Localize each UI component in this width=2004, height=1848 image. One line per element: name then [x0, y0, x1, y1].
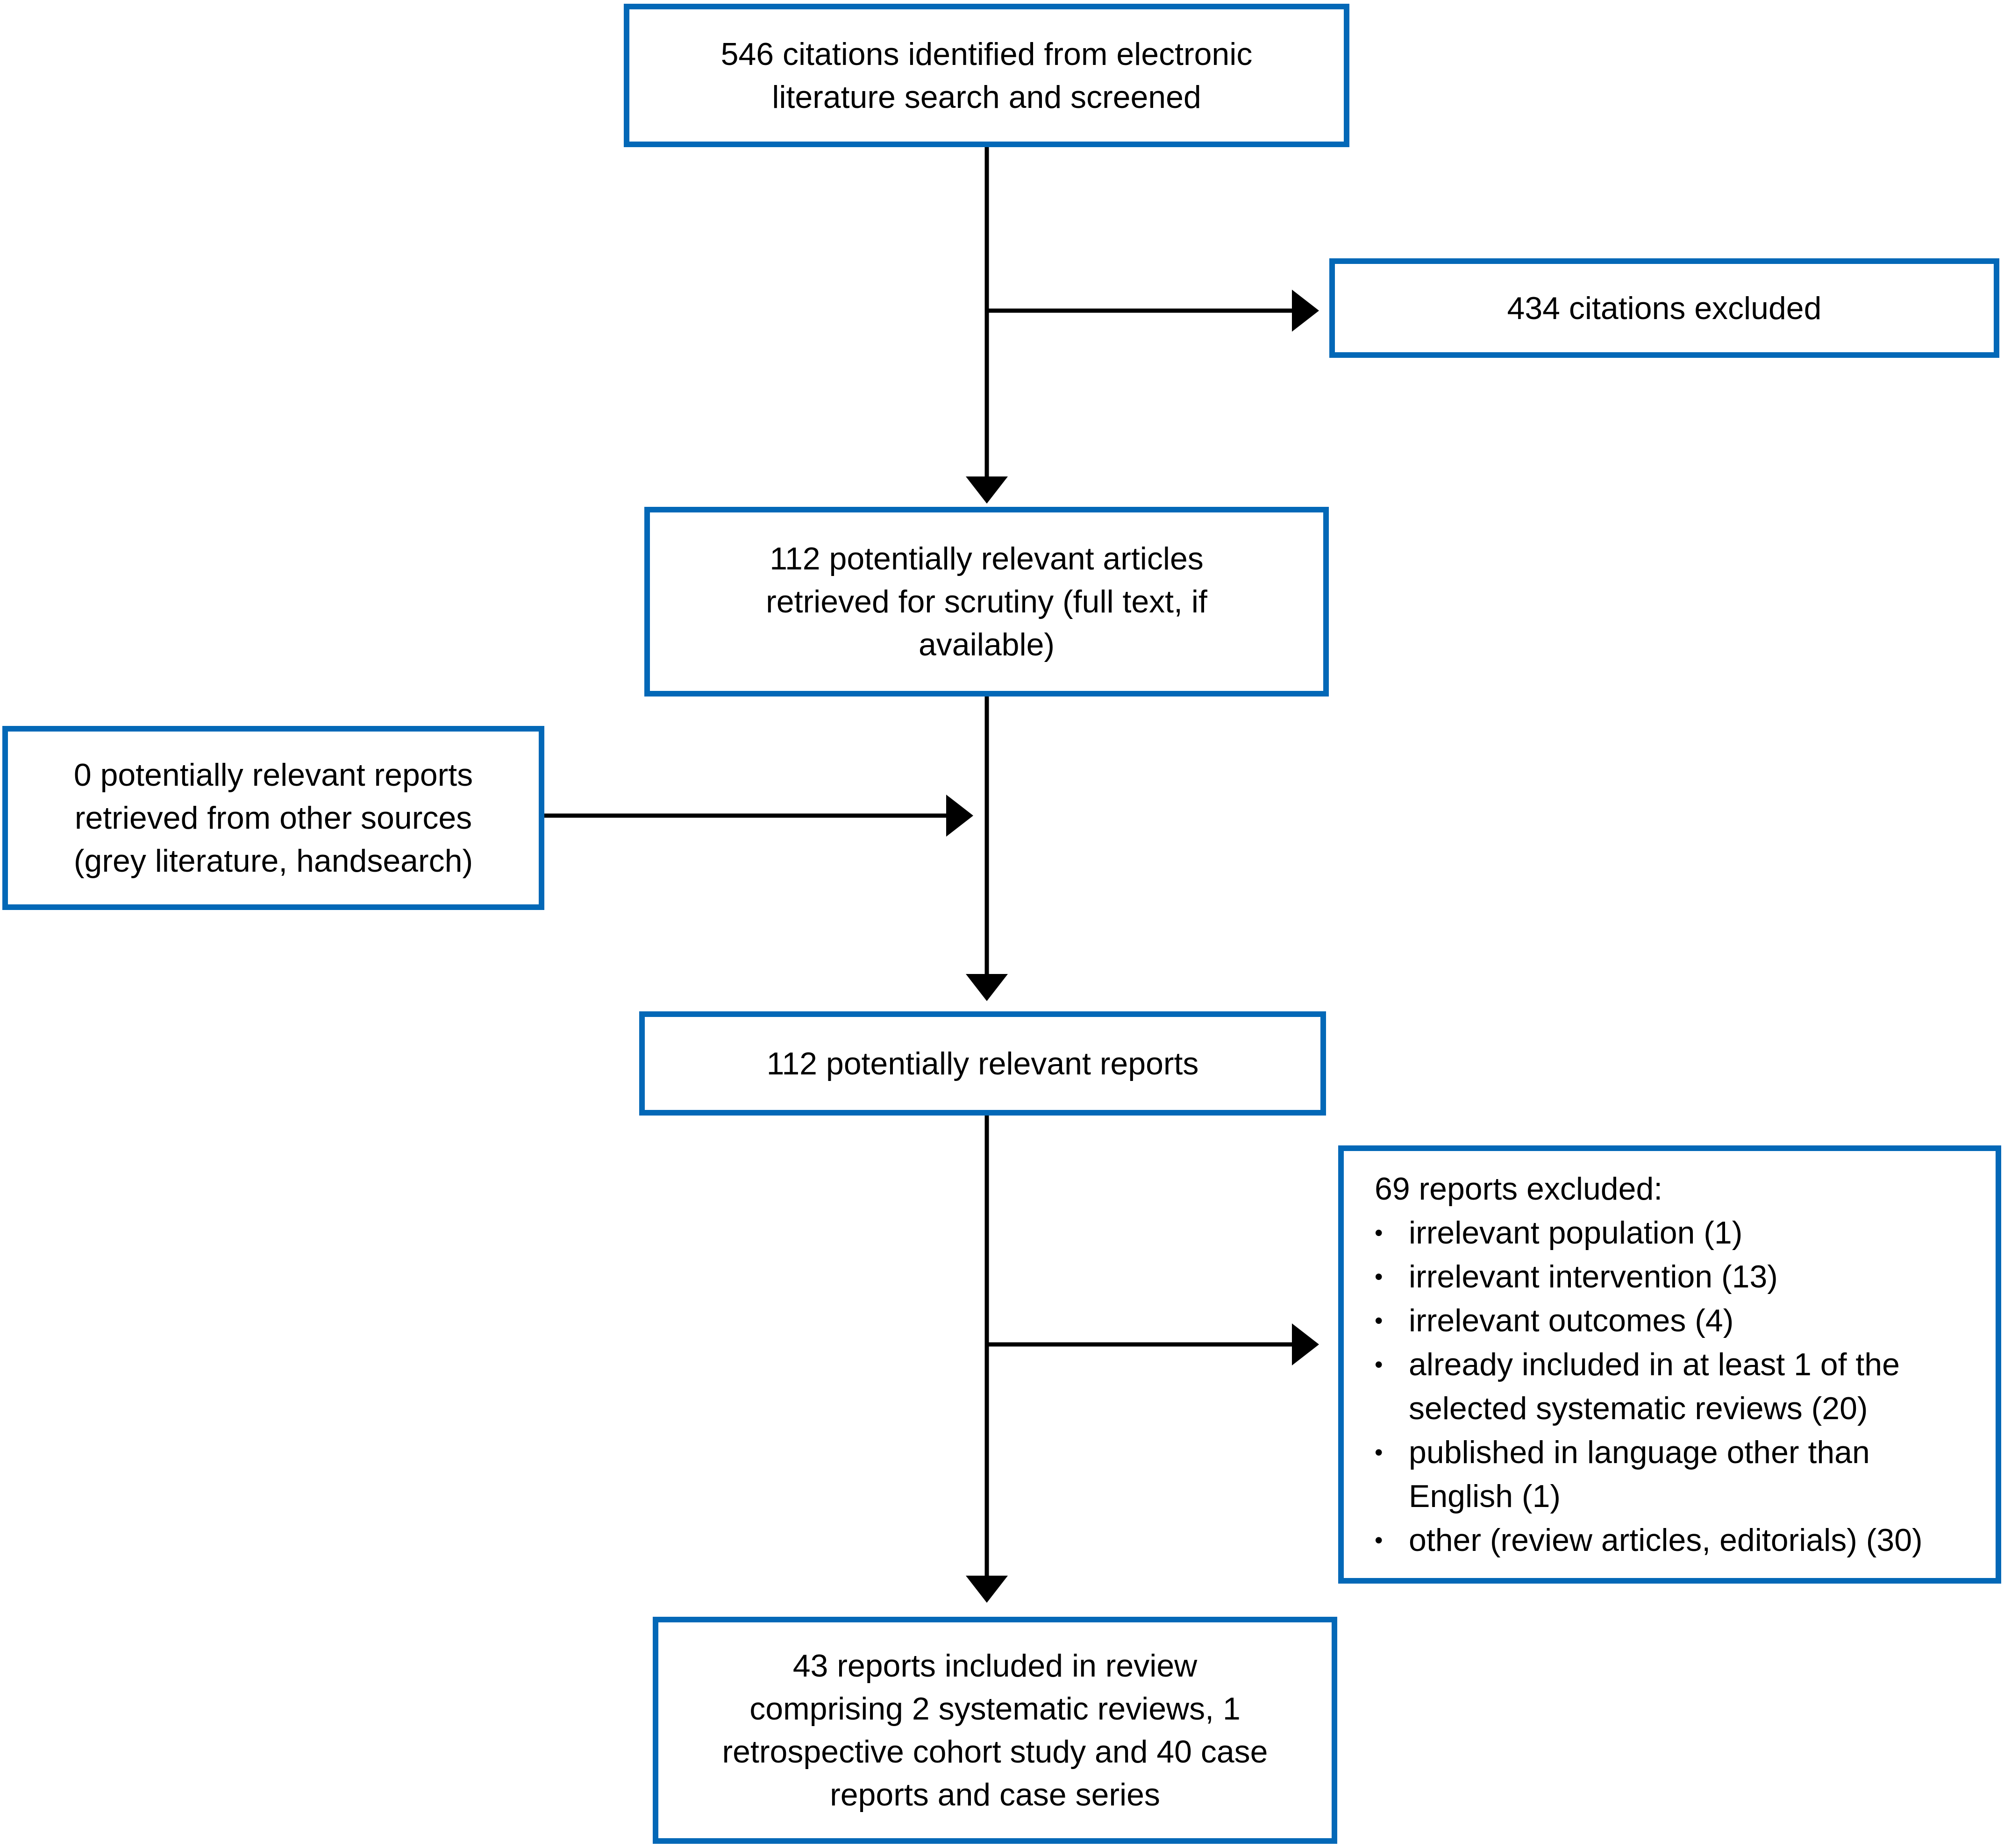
arrowhead-right-icon — [1292, 290, 1319, 332]
box-reports-included: 43 reports included in review comprising… — [653, 1617, 1337, 1844]
text-line: literature search and screened — [772, 79, 1201, 115]
text-line: (grey literature, handsearch) — [73, 843, 473, 879]
text-line: retrospective cohort study and 40 case — [722, 1734, 1268, 1770]
exclusion-reason-item: • published in language other than Engli… — [1375, 1430, 1983, 1518]
text-line: retrieved for scrutiny (full text, if — [766, 584, 1207, 619]
text-line: irrelevant population (1) — [1409, 1215, 1743, 1251]
box-citations-excluded: 434 citations excluded — [1329, 258, 1999, 358]
exclusion-reason-item: • other (review articles, editorials) (3… — [1375, 1518, 1983, 1562]
box-relevant-reports: 112 potentially relevant reports — [639, 1011, 1326, 1116]
text-line: 546 citations identified from electronic — [720, 36, 1253, 72]
text-line: already included in at least 1 of the — [1409, 1347, 1900, 1382]
exclusion-reason-item: • already included in at least 1 of the … — [1375, 1343, 1983, 1430]
exclusion-reason-item: • irrelevant intervention (13) — [1375, 1255, 1983, 1299]
text-line: irrelevant outcomes (4) — [1409, 1303, 1734, 1338]
exclusion-reason-item: • irrelevant outcomes (4) — [1375, 1299, 1983, 1343]
text-line: published in language other than — [1409, 1435, 1870, 1470]
exclusion-reason-item: • irrelevant population (1) — [1375, 1211, 1983, 1255]
bullet-icon: • — [1375, 1308, 1383, 1334]
text-line: 0 potentially relevant reports — [73, 757, 473, 793]
text-line: retrieved from other sources — [74, 800, 472, 836]
bullet-icon: • — [1375, 1264, 1383, 1290]
arrowhead-down-icon — [966, 1576, 1008, 1603]
text-line: available) — [918, 627, 1055, 662]
bullet-icon: • — [1375, 1351, 1383, 1378]
bullet-icon: • — [1375, 1220, 1383, 1246]
arrowhead-right-icon — [946, 795, 973, 837]
text-line: selected systematic reviews (20) — [1409, 1391, 1868, 1426]
exclusion-title: 69 reports excluded: — [1375, 1171, 1663, 1207]
text-line: 112 potentially relevant reports — [766, 1045, 1199, 1081]
arrowhead-down-icon — [966, 974, 1008, 1001]
arrowhead-down-icon — [966, 476, 1008, 504]
box-articles-retrieved: 112 potentially relevant articles retrie… — [644, 507, 1329, 697]
arrowhead-right-icon — [1292, 1323, 1319, 1365]
text-line: comprising 2 systematic reviews, 1 — [749, 1691, 1241, 1727]
text-line: other (review articles, editorials) (30) — [1409, 1522, 1923, 1558]
box-citations-screened: 546 citations identified from electronic… — [624, 4, 1349, 147]
text-line: 112 potentially relevant articles — [770, 541, 1204, 576]
bullet-icon: • — [1375, 1439, 1383, 1465]
text-line: irrelevant intervention (13) — [1409, 1259, 1778, 1294]
text-line: 43 reports included in review — [792, 1648, 1198, 1684]
text-line: 434 citations excluded — [1507, 290, 1822, 326]
text-line: reports and case series — [830, 1777, 1160, 1812]
text-line: English (1) — [1409, 1478, 1561, 1514]
bullet-icon: • — [1375, 1527, 1383, 1553]
box-other-sources: 0 potentially relevant reports retrieved… — [2, 726, 544, 910]
box-reports-excluded: 69 reports excluded: • irrelevant popula… — [1338, 1145, 2001, 1584]
